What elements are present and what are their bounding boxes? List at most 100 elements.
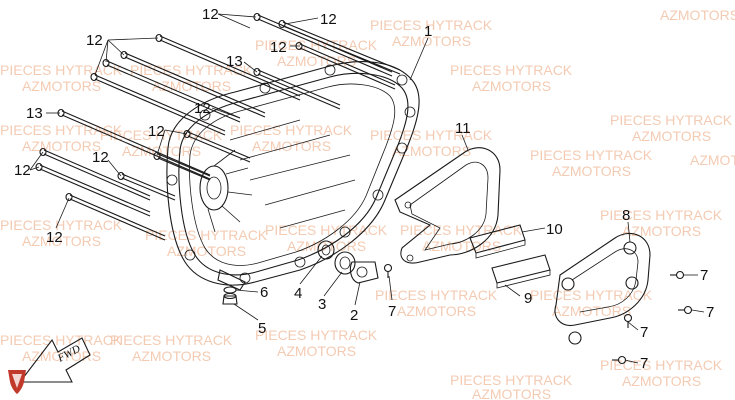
- watermark-text: AZMOTORS: [660, 7, 735, 23]
- leader-lines: [29, 13, 705, 364]
- callout-12: 12: [194, 100, 211, 117]
- watermark-text: PIECES HYTRACK: [230, 122, 353, 138]
- callouts: 12 12 12 12 13 13 12 12 12 12 12 1 11 10…: [14, 6, 714, 372]
- callout-5: 5: [258, 320, 266, 337]
- watermark-text: AZMOTORS: [22, 78, 101, 94]
- cover-boss: [166, 174, 178, 186]
- bolt-12: [35, 162, 151, 217]
- watermark-text: PIECES HYTRACK: [0, 122, 123, 138]
- callout-9: 9: [524, 290, 532, 307]
- watermark-text: AZMOTORS: [472, 78, 551, 94]
- bolt-12: [117, 171, 176, 201]
- watermark-text: AZMOTORS: [690, 152, 735, 168]
- callout-11: 11: [455, 120, 471, 137]
- cover-boss: [294, 256, 306, 268]
- callout-7: 7: [640, 324, 648, 341]
- callout-7: 7: [700, 267, 708, 284]
- bolt-12: [65, 192, 166, 241]
- screw-7: [383, 263, 393, 278]
- cover-boss: [404, 106, 416, 118]
- clutch-cover: [166, 61, 420, 291]
- watermark-text: AZMOTORS: [632, 128, 711, 144]
- callout-2: 2: [350, 307, 358, 324]
- watermark-text: AZMOTORS: [392, 143, 471, 159]
- watermark-text: AZMOTORS: [552, 163, 631, 179]
- callout-10: 10: [546, 221, 563, 238]
- callout-13: 13: [26, 105, 43, 122]
- screw-7: [670, 270, 685, 280]
- callout-6: 6: [260, 284, 268, 301]
- watermark-text: PIECES HYTRACK: [100, 127, 223, 143]
- watermark-text: PIECES HYTRACK: [0, 62, 123, 78]
- watermark-text: PIECES HYTRACK: [110, 332, 233, 348]
- oil-seal-4: [317, 240, 335, 260]
- bolt-13: [253, 67, 341, 110]
- drain-washer-6: [223, 286, 237, 294]
- watermark-text: PIECES HYTRACK: [450, 62, 573, 78]
- watermark-text: PIECES HYTRACK: [255, 37, 378, 53]
- bolt-12: [120, 50, 266, 118]
- callout-12: 12: [202, 6, 219, 23]
- retainer-plate-2: [349, 261, 379, 284]
- drain-plug-5: [222, 292, 238, 305]
- callout-7: 7: [706, 304, 714, 321]
- watermark-text: AZMOTORS: [167, 243, 246, 259]
- watermark-text: PIECES HYTRACK: [375, 287, 498, 303]
- watermark-text: AZMOTORS: [22, 233, 101, 249]
- watermark-text: AZMOTORS: [122, 143, 201, 159]
- cover-boss: [324, 64, 336, 76]
- callout-8: 8: [622, 207, 630, 224]
- watermark-text: AZMOTORS: [622, 373, 701, 389]
- callout-12: 12: [86, 32, 103, 49]
- watermark-text: PIECES HYTRACK: [0, 217, 123, 233]
- callout-12: 12: [270, 39, 287, 56]
- cover-boss: [199, 109, 211, 121]
- watermark-text: PIECES HYTRACK: [530, 287, 653, 303]
- cover-bolts: [35, 12, 401, 241]
- watermark-text: PIECES HYTRACK: [370, 17, 493, 33]
- callout-12: 12: [14, 162, 31, 179]
- watermark-text: PIECES HYTRACK: [400, 222, 523, 238]
- watermark-text: AZMOTORS: [622, 223, 701, 239]
- watermark-text: PIECES HYTRACK: [255, 327, 378, 343]
- watermark-text: PIECES HYTRACK: [600, 207, 723, 223]
- callout-12: 12: [320, 11, 337, 28]
- bolt-12: [183, 129, 251, 163]
- watermark-text: PIECES HYTRACK: [0, 332, 123, 348]
- watermark-text: PIECES HYTRACK: [450, 372, 573, 388]
- cover-boss: [396, 74, 408, 86]
- callout-1: 1: [424, 23, 432, 40]
- watermark-text: AZMOTORS: [392, 33, 471, 49]
- callout-12: 12: [46, 229, 63, 246]
- watermark-text: AZMOTORS: [287, 238, 366, 254]
- callout-13: 13: [226, 53, 243, 70]
- watermark-text: PIECES HYTRACK: [130, 62, 253, 78]
- watermark-text: PIECES HYTRACK: [530, 147, 653, 163]
- callout-3: 3: [318, 296, 326, 313]
- cover-boss: [372, 189, 384, 201]
- bearing-3: [334, 251, 356, 275]
- cover-boss: [396, 142, 408, 154]
- watermark-text: PIECES HYTRACK: [610, 112, 733, 128]
- watermark-text: AZMOTORS: [277, 343, 356, 359]
- cover-boss: [259, 82, 271, 94]
- bracket-8: [554, 233, 651, 345]
- watermark-text: AZMOTORS: [472, 386, 551, 400]
- callout-12: 12: [92, 149, 109, 166]
- watermark-text: AZMOTORS: [132, 348, 211, 364]
- callout-4: 4: [294, 285, 302, 302]
- watermark-text: AZMOTORS: [552, 303, 631, 319]
- cover-fan-hub: [199, 165, 229, 211]
- watermarks: PIECES HYTRACK AZMOTORS PIECES HYTRACK A…: [0, 7, 735, 400]
- watermark-text: PIECES HYTRACK: [265, 222, 388, 238]
- watermark-text: AZMOTORS: [422, 238, 501, 254]
- spacer-9: [491, 254, 551, 289]
- callout-7: 7: [640, 355, 648, 372]
- watermark-text: AZMOTORS: [22, 138, 101, 154]
- callout-12: 12: [148, 123, 165, 140]
- brand-logo: [8, 370, 26, 394]
- cover-boss: [184, 249, 196, 261]
- spacer-10: [469, 224, 526, 259]
